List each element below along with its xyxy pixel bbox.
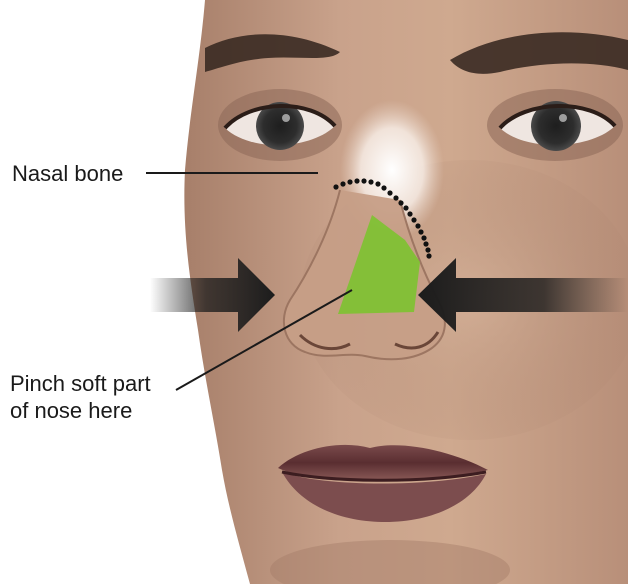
right-eye-highlight xyxy=(559,114,567,122)
nasal-bone-text: Nasal bone xyxy=(12,161,123,186)
pinch-instruction-line-1: Pinch soft part xyxy=(10,370,151,397)
pinch-instruction-line-2: of nose here xyxy=(10,397,151,424)
left-eye-highlight xyxy=(282,114,290,122)
nasal-bone-label: Nasal bone xyxy=(12,160,123,187)
pinch-instruction-label: Pinch soft part of nose here xyxy=(10,370,151,424)
